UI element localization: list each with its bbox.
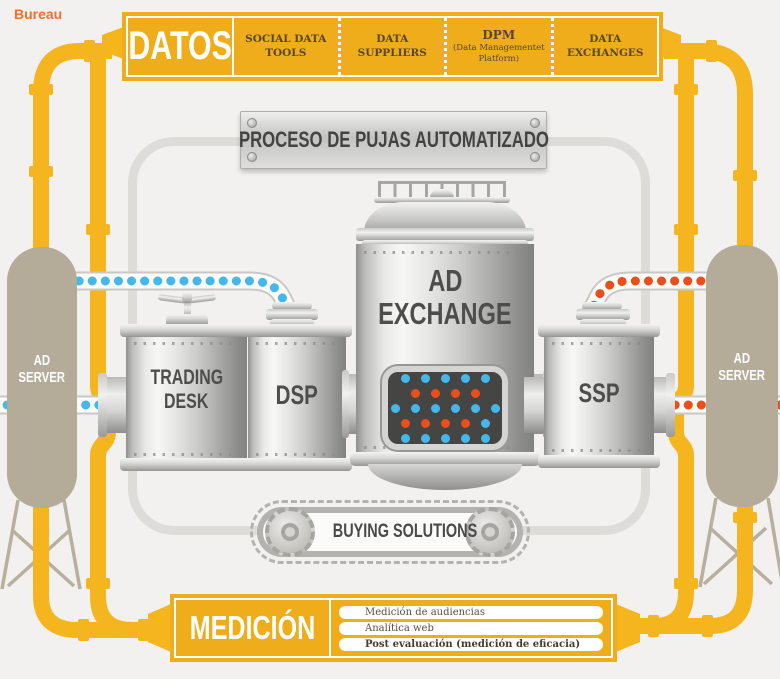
- screw-icon: [530, 152, 540, 162]
- proceso-sign-label: PROCESO DE PUJAS AUTOMATIZADO: [238, 127, 549, 152]
- banner-funnels-icon: [102, 26, 681, 652]
- dsp-label: DSP: [275, 380, 319, 410]
- datos-item-data-exchanges: DATA EXCHANGES: [550, 18, 658, 75]
- blue-conduit-top-icon: [56, 271, 300, 323]
- railing-icon: [378, 181, 506, 184]
- datos-banner: DATOS SOCIAL DATA TOOLS DATA SUPPLIERS D…: [122, 12, 663, 81]
- exchange-window-dots: [388, 373, 502, 443]
- valve-nut-icon: [182, 292, 192, 303]
- gear-hub-icon: [481, 523, 499, 541]
- connector-flange-icon: [342, 370, 349, 438]
- pipe-flanges-icon: [29, 40, 757, 641]
- datos-item-dpm: DPM (Data Managementet Platform): [444, 18, 551, 75]
- trading-desk-label: TRADING DESK: [150, 366, 223, 413]
- medicion-item: Medición de audiencias: [339, 605, 603, 619]
- proceso-sign: PROCESO DE PUJAS AUTOMATIZADO: [238, 111, 549, 169]
- ad-server-left-tank: AD SERVER: [7, 247, 77, 508]
- ad-exchange-label: AD EXCHANGE: [378, 263, 512, 331]
- ad-server-left-label: AD SERVER: [18, 352, 66, 386]
- datos-title: DATOS: [128, 18, 234, 75]
- datos-item-social-data-tools: SOCIAL DATA TOOLS: [245, 32, 327, 59]
- gear-icon: [265, 507, 315, 557]
- medicion-title: MEDICIÓN: [176, 600, 331, 656]
- ad-server-right-tank: AD SERVER: [706, 245, 778, 507]
- screw-icon: [530, 118, 540, 128]
- medicion-item: Post evaluación (medición de eficacia): [339, 637, 603, 651]
- buying-solutions-conveyor: BUYING SOLUTIONS: [250, 500, 530, 564]
- medicion-banner: MEDICIÓN Medición de audiencias Analític…: [170, 594, 617, 662]
- screw-icon: [247, 118, 257, 128]
- datos-item-data-suppliers: DATA SUPPLIERS: [337, 18, 445, 75]
- ad-server-legs-icon: [0, 497, 780, 590]
- ad-server-right-label: AD SERVER: [718, 350, 766, 384]
- brand-text: Bureau: [14, 6, 63, 22]
- gear-hub-icon: [281, 523, 299, 541]
- medicion-item: Analítica web: [339, 621, 603, 635]
- screw-icon: [247, 152, 257, 162]
- belt-tread-icon: [250, 500, 530, 564]
- conveyor-label: BUYING SOLUTIONS: [332, 521, 478, 542]
- exchange-window: [382, 366, 508, 450]
- orange-conduit-top-icon: [580, 271, 724, 323]
- ssp-label: SSP: [578, 378, 620, 408]
